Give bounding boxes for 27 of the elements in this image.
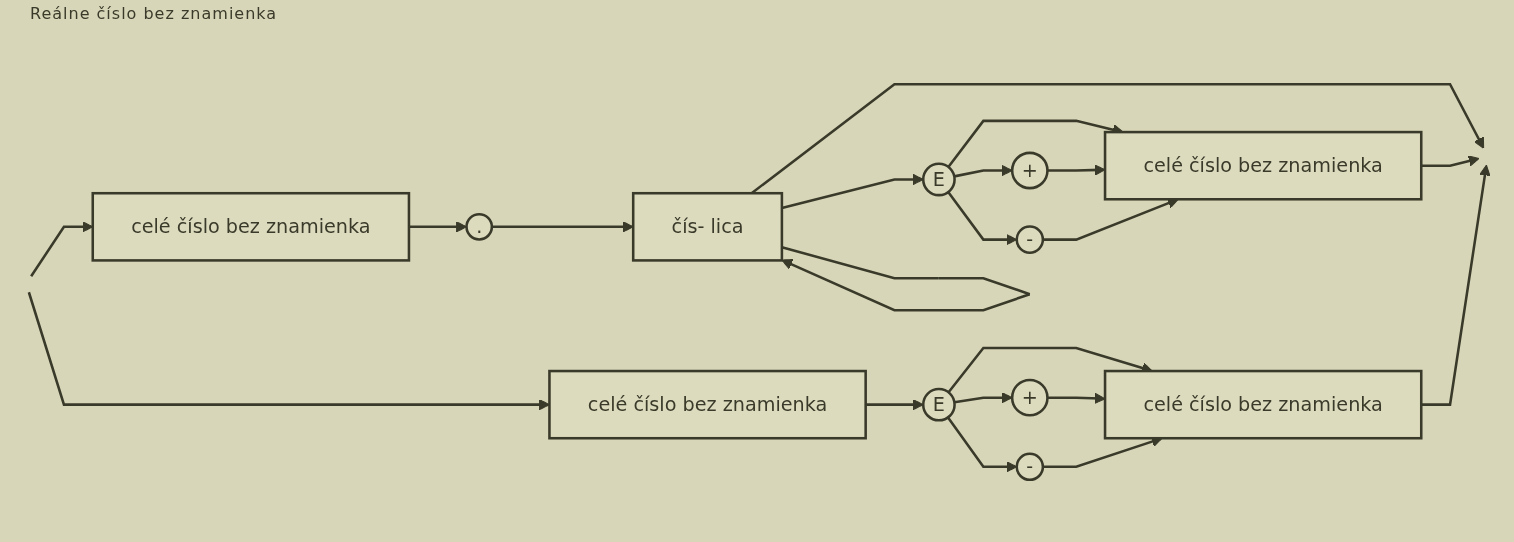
arrow bbox=[781, 174, 924, 210]
terminal-circle: - bbox=[1015, 225, 1045, 255]
arrow bbox=[947, 347, 1153, 394]
terminal-circle: - bbox=[1015, 452, 1045, 482]
arrow bbox=[954, 165, 1013, 178]
nonterminal-box: celé číslo bez znamienka bbox=[1103, 370, 1423, 440]
diagram-title: Reálne číslo bez znamienka bbox=[30, 4, 278, 23]
arrow bbox=[1047, 393, 1106, 405]
arrow bbox=[1421, 155, 1480, 168]
nonterminal-box: celé číslo bez znamienka bbox=[548, 370, 867, 440]
terminal-circle: . bbox=[465, 213, 494, 242]
terminal-circle: E bbox=[921, 162, 956, 197]
nonterminal-box: celé číslo bez znamienka bbox=[91, 192, 411, 262]
terminal-circle: + bbox=[1010, 151, 1049, 190]
nonterminal-box: celé číslo bez znamienka bbox=[1103, 131, 1423, 201]
terminal-circle: + bbox=[1010, 379, 1049, 417]
terminal-circle: E bbox=[921, 388, 956, 422]
nonterminal-box: čís- lica bbox=[631, 192, 784, 262]
arrow bbox=[1421, 164, 1491, 407]
arrow bbox=[947, 416, 1018, 473]
arrow bbox=[27, 292, 550, 411]
arrow bbox=[865, 399, 924, 411]
arrow bbox=[947, 191, 1018, 246]
arrow bbox=[1047, 164, 1106, 176]
arrow bbox=[491, 221, 634, 233]
arrow bbox=[954, 392, 1013, 404]
arrow bbox=[947, 119, 1124, 169]
